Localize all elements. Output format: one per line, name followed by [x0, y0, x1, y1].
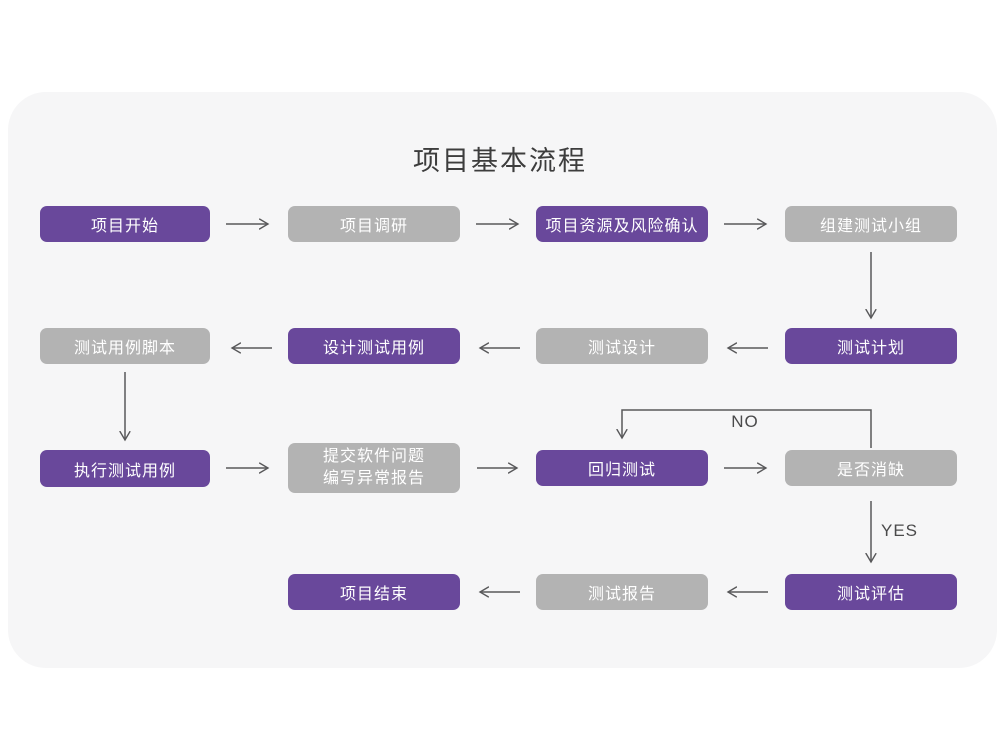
flow-node-project-research: 项目调研 — [288, 206, 460, 242]
flow-node-defect-cleared: 是否消缺 — [785, 450, 957, 486]
flow-node-test-design: 测试设计 — [536, 328, 708, 364]
flow-node-resources-risk: 项目资源及风险确认 — [536, 206, 708, 242]
flow-node-test-evaluation: 测试评估 — [785, 574, 957, 610]
flow-node-regression-test: 回归测试 — [536, 450, 708, 486]
flow-node-test-report: 测试报告 — [536, 574, 708, 610]
edge-label-no: NO — [731, 412, 759, 431]
flow-node-submit-issues: 提交软件问题 编写异常报告 — [288, 443, 460, 493]
flowchart-card — [8, 92, 997, 668]
flow-node-test-case-scripts: 测试用例脚本 — [40, 328, 210, 364]
flow-node-build-test-team: 组建测试小组 — [785, 206, 957, 242]
flow-node-test-plan: 测试计划 — [785, 328, 957, 364]
flow-node-execute-test-cases: 执行测试用例 — [40, 450, 210, 487]
flow-node-design-test-cases: 设计测试用例 — [288, 328, 460, 364]
flow-node-project-start: 项目开始 — [40, 206, 210, 242]
diagram-title: 项目基本流程 — [413, 146, 587, 176]
flow-node-project-end: 项目结束 — [288, 574, 460, 610]
edge-label-yes: YES — [881, 521, 919, 540]
